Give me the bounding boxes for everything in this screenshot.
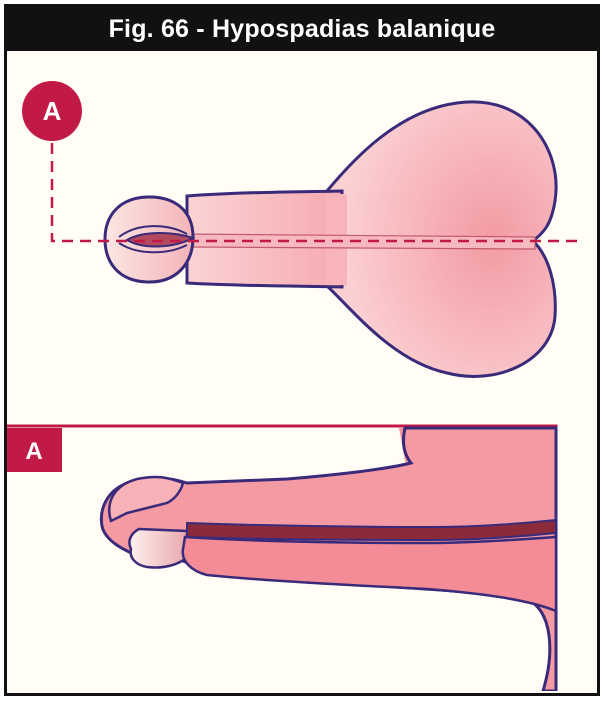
figure-title: Fig. 66 - Hypospadias balanique <box>109 15 496 44</box>
anatomy-diagram: A A <box>7 51 597 691</box>
section-glans <box>129 529 187 568</box>
section-ventral-shaft <box>183 537 556 611</box>
section-marker-label: A <box>43 96 62 126</box>
section-view: A <box>7 426 556 691</box>
figure-frame: Fig. 66 - Hypospadias balanique <box>4 4 600 696</box>
section-label: A <box>25 438 42 465</box>
title-bar: Fig. 66 - Hypospadias balanique <box>7 7 597 51</box>
top-view: A <box>22 81 582 376</box>
